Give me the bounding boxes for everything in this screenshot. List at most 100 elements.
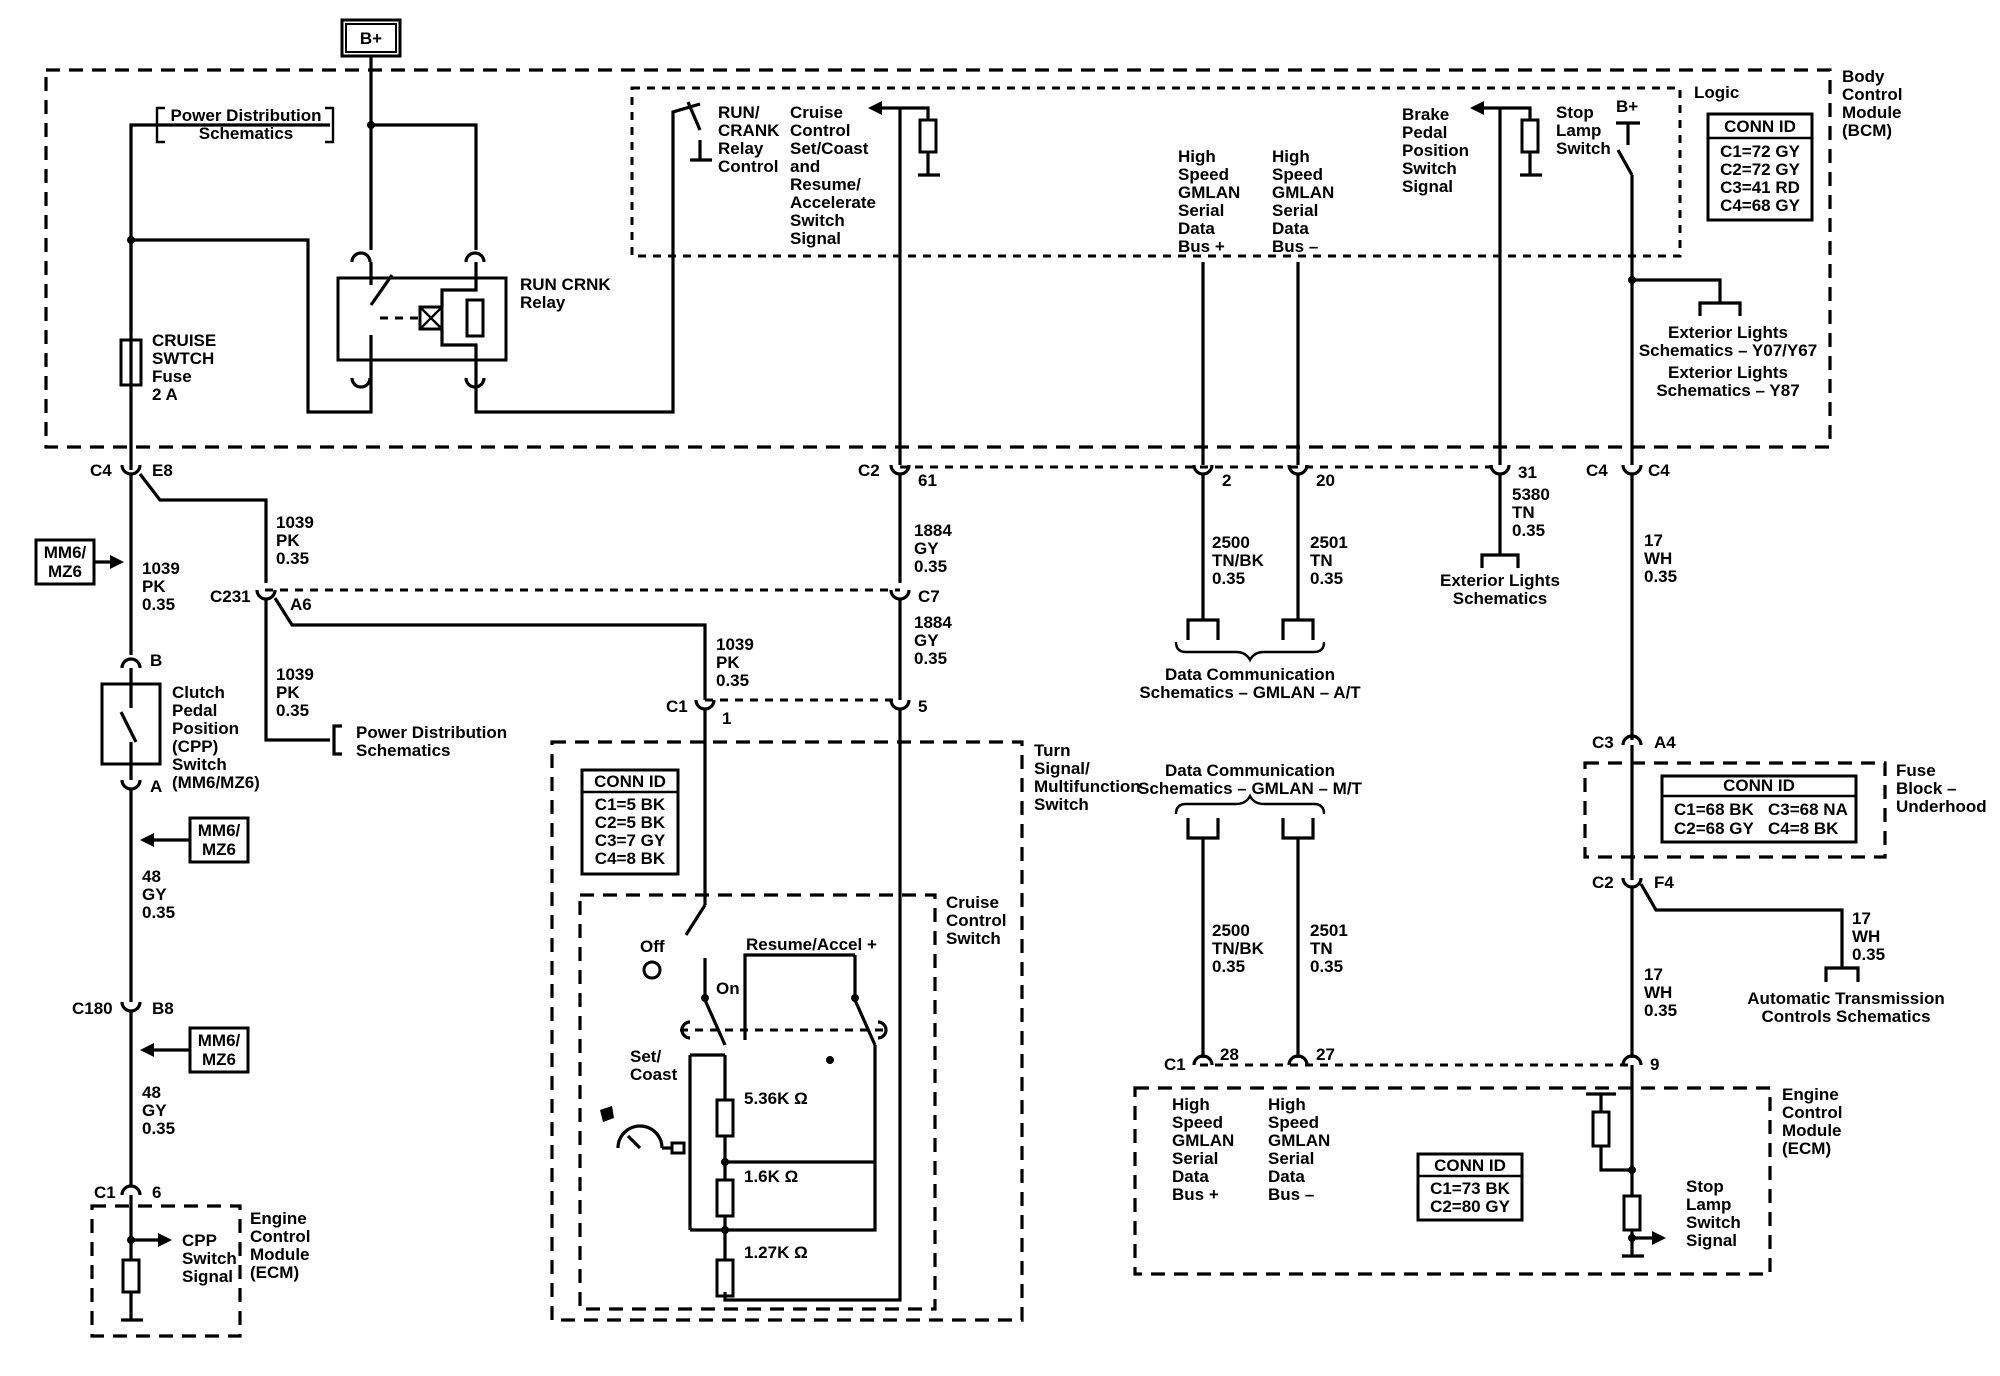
brake-signal-label-2: Pedal <box>1402 123 1447 142</box>
ext-lights-ref-bracket <box>1480 553 1520 568</box>
bplus-label: B+ <box>360 29 382 48</box>
fuse-block-conn-r1a: C1=68 BK <box>1674 800 1755 819</box>
c231-to-pds-wire <box>264 598 330 742</box>
c1-right-connector <box>889 699 911 711</box>
ecm-stop-signal-4: Signal <box>1686 1231 1737 1250</box>
cruise-signal-label-6: Accelerate <box>790 193 876 212</box>
fuse-block-conn-r2a: C2=68 GY <box>1674 819 1755 838</box>
cruise-switch-name-1: Cruise <box>946 893 999 912</box>
bplus-to-fuse-feed <box>129 123 330 330</box>
fuse-block-outline <box>1583 761 1887 859</box>
c1-p5-label: 5 <box>918 697 927 716</box>
fuse-label-1: CRUISE <box>152 331 216 350</box>
ecm-left-arrow <box>158 1233 172 1247</box>
relay-coil-x2 <box>419 306 443 330</box>
r1-label: 5.36K Ω <box>744 1089 808 1108</box>
clutch-label-4: (CPP) <box>172 737 218 756</box>
gmlan-at-minus-box <box>1281 618 1315 640</box>
atc-ref-2: Controls Schematics <box>1761 1007 1930 1026</box>
clutch-label-6: (MM6/MZ6) <box>172 773 260 792</box>
clutch-label-1: Clutch <box>172 683 225 702</box>
w2500a-3: 0.35 <box>1212 569 1245 588</box>
relay-label-1: RUN CRNK <box>520 275 611 294</box>
relay-ctrl-label-3: Relay <box>718 139 764 158</box>
c3-connector <box>1621 734 1643 746</box>
w2500b-1: 2500 <box>1212 921 1250 940</box>
ecm-c1-28 <box>1192 1054 1214 1066</box>
bplus-box-inner <box>345 23 397 53</box>
cruise-speedometer-icon <box>616 1124 664 1149</box>
stop-bplus-label: B+ <box>1616 97 1638 116</box>
set-label-2: Coast <box>630 1065 678 1084</box>
ecm-conn-box <box>1416 1152 1524 1222</box>
relay-contact-top-right <box>464 251 486 263</box>
option-1-line2: MZ6 <box>48 562 82 581</box>
w17c-3: 0.35 <box>1644 1001 1677 1020</box>
bcm-hs-plus-6: Bus + <box>1178 237 1225 256</box>
ecm-left-p6-label: 6 <box>152 1183 161 1202</box>
ecm-stop-signal-3: Switch <box>1686 1213 1741 1232</box>
cruise-signal-label-1: Cruise <box>790 103 843 122</box>
conn-2-label: 2 <box>1222 471 1231 490</box>
option-2-arrow <box>140 833 154 847</box>
ecm-hs-plus-5: Data <box>1172 1167 1209 1186</box>
w1039c-3: 0.35 <box>276 701 309 720</box>
turn-conn-3: C3=7 GY <box>595 831 666 850</box>
ecm-left-signal-1: CPP <box>182 1231 217 1250</box>
e8-to-c231-wire <box>138 473 268 583</box>
brake-pullup-resistor <box>1520 118 1540 154</box>
conn-c2-label: C2 <box>858 461 880 480</box>
bcm-name-1: Body <box>1842 67 1885 86</box>
off-label: Off <box>640 937 665 956</box>
ecm-hs-minus-6: Bus – <box>1268 1185 1314 1204</box>
fuse-block-conn-box <box>1660 774 1858 844</box>
on-label: On <box>716 979 740 998</box>
ecm-stop-arrow <box>1652 1231 1666 1245</box>
cruise-signal-label-3: Set/Coast <box>790 139 869 158</box>
turn-conn-1: C1=5 BK <box>595 795 666 814</box>
c180-label: C180 <box>72 999 113 1018</box>
bcm-hs-plus-3: GMLAN <box>1178 183 1240 202</box>
pds-ref-label-2: Schematics <box>199 124 294 143</box>
relay-ctrl-switch-blade <box>686 101 702 131</box>
w2500b-2: TN/BK <box>1212 939 1265 958</box>
w2500a-2: TN/BK <box>1212 551 1265 570</box>
fuse-label-3: Fuse <box>152 367 192 386</box>
relay-contact-bot-left <box>350 377 372 389</box>
ext-lights-bracket <box>1698 301 1742 316</box>
w17b-3: 0.35 <box>1852 945 1885 964</box>
turn-signal-conn-box <box>580 768 680 876</box>
ecm-hs-minus-4: Serial <box>1268 1149 1314 1168</box>
conn-c4r-label: C4 <box>1586 461 1608 480</box>
resistor-536k <box>715 1098 735 1138</box>
w2501a-1: 2501 <box>1310 533 1348 552</box>
turn-signal-name-4: Switch <box>1034 795 1089 814</box>
ecm-hs-minus-2: Speed <box>1268 1113 1319 1132</box>
ecm-conn-1: C1=73 BK <box>1430 1179 1511 1198</box>
b8-label: B8 <box>152 999 174 1018</box>
mid-dot <box>826 1056 834 1064</box>
fuse-block-conn-r1b: C3=68 NA <box>1768 800 1848 819</box>
turn-signal-name-1: Turn <box>1034 741 1071 760</box>
gmlan-mt-bracket <box>1174 793 1326 815</box>
gmlan-at-bracket <box>1174 641 1326 663</box>
ecm-left-signal-2: Switch <box>182 1249 237 1268</box>
pds-bracket <box>155 106 335 144</box>
conn-c4-label: C4 <box>90 461 112 480</box>
datacomm-mt-1: Data Communication <box>1165 761 1335 780</box>
resistor-16k <box>715 1178 735 1218</box>
ext-lights-ref-2: Schematics <box>1453 589 1548 608</box>
resistor-ladder-return <box>723 708 902 1302</box>
ecm-hs-plus-1: High <box>1172 1095 1210 1114</box>
r3-label: 1.27K Ω <box>744 1243 808 1262</box>
relay-coil-bot <box>440 329 478 378</box>
option-3-line1: MM6/ <box>198 1031 241 1050</box>
cruise-icon-box <box>670 1141 686 1155</box>
conn-31-label: 31 <box>1518 463 1537 482</box>
turn-conn-2: C2=5 BK <box>595 813 666 832</box>
w17a-2: WH <box>1644 549 1672 568</box>
w17b-2: WH <box>1852 927 1880 946</box>
w1039b-1: 1039 <box>142 559 180 578</box>
brake-signal-label-3: Position <box>1402 141 1469 160</box>
ecm-hs-minus-3: GMLAN <box>1268 1131 1330 1150</box>
